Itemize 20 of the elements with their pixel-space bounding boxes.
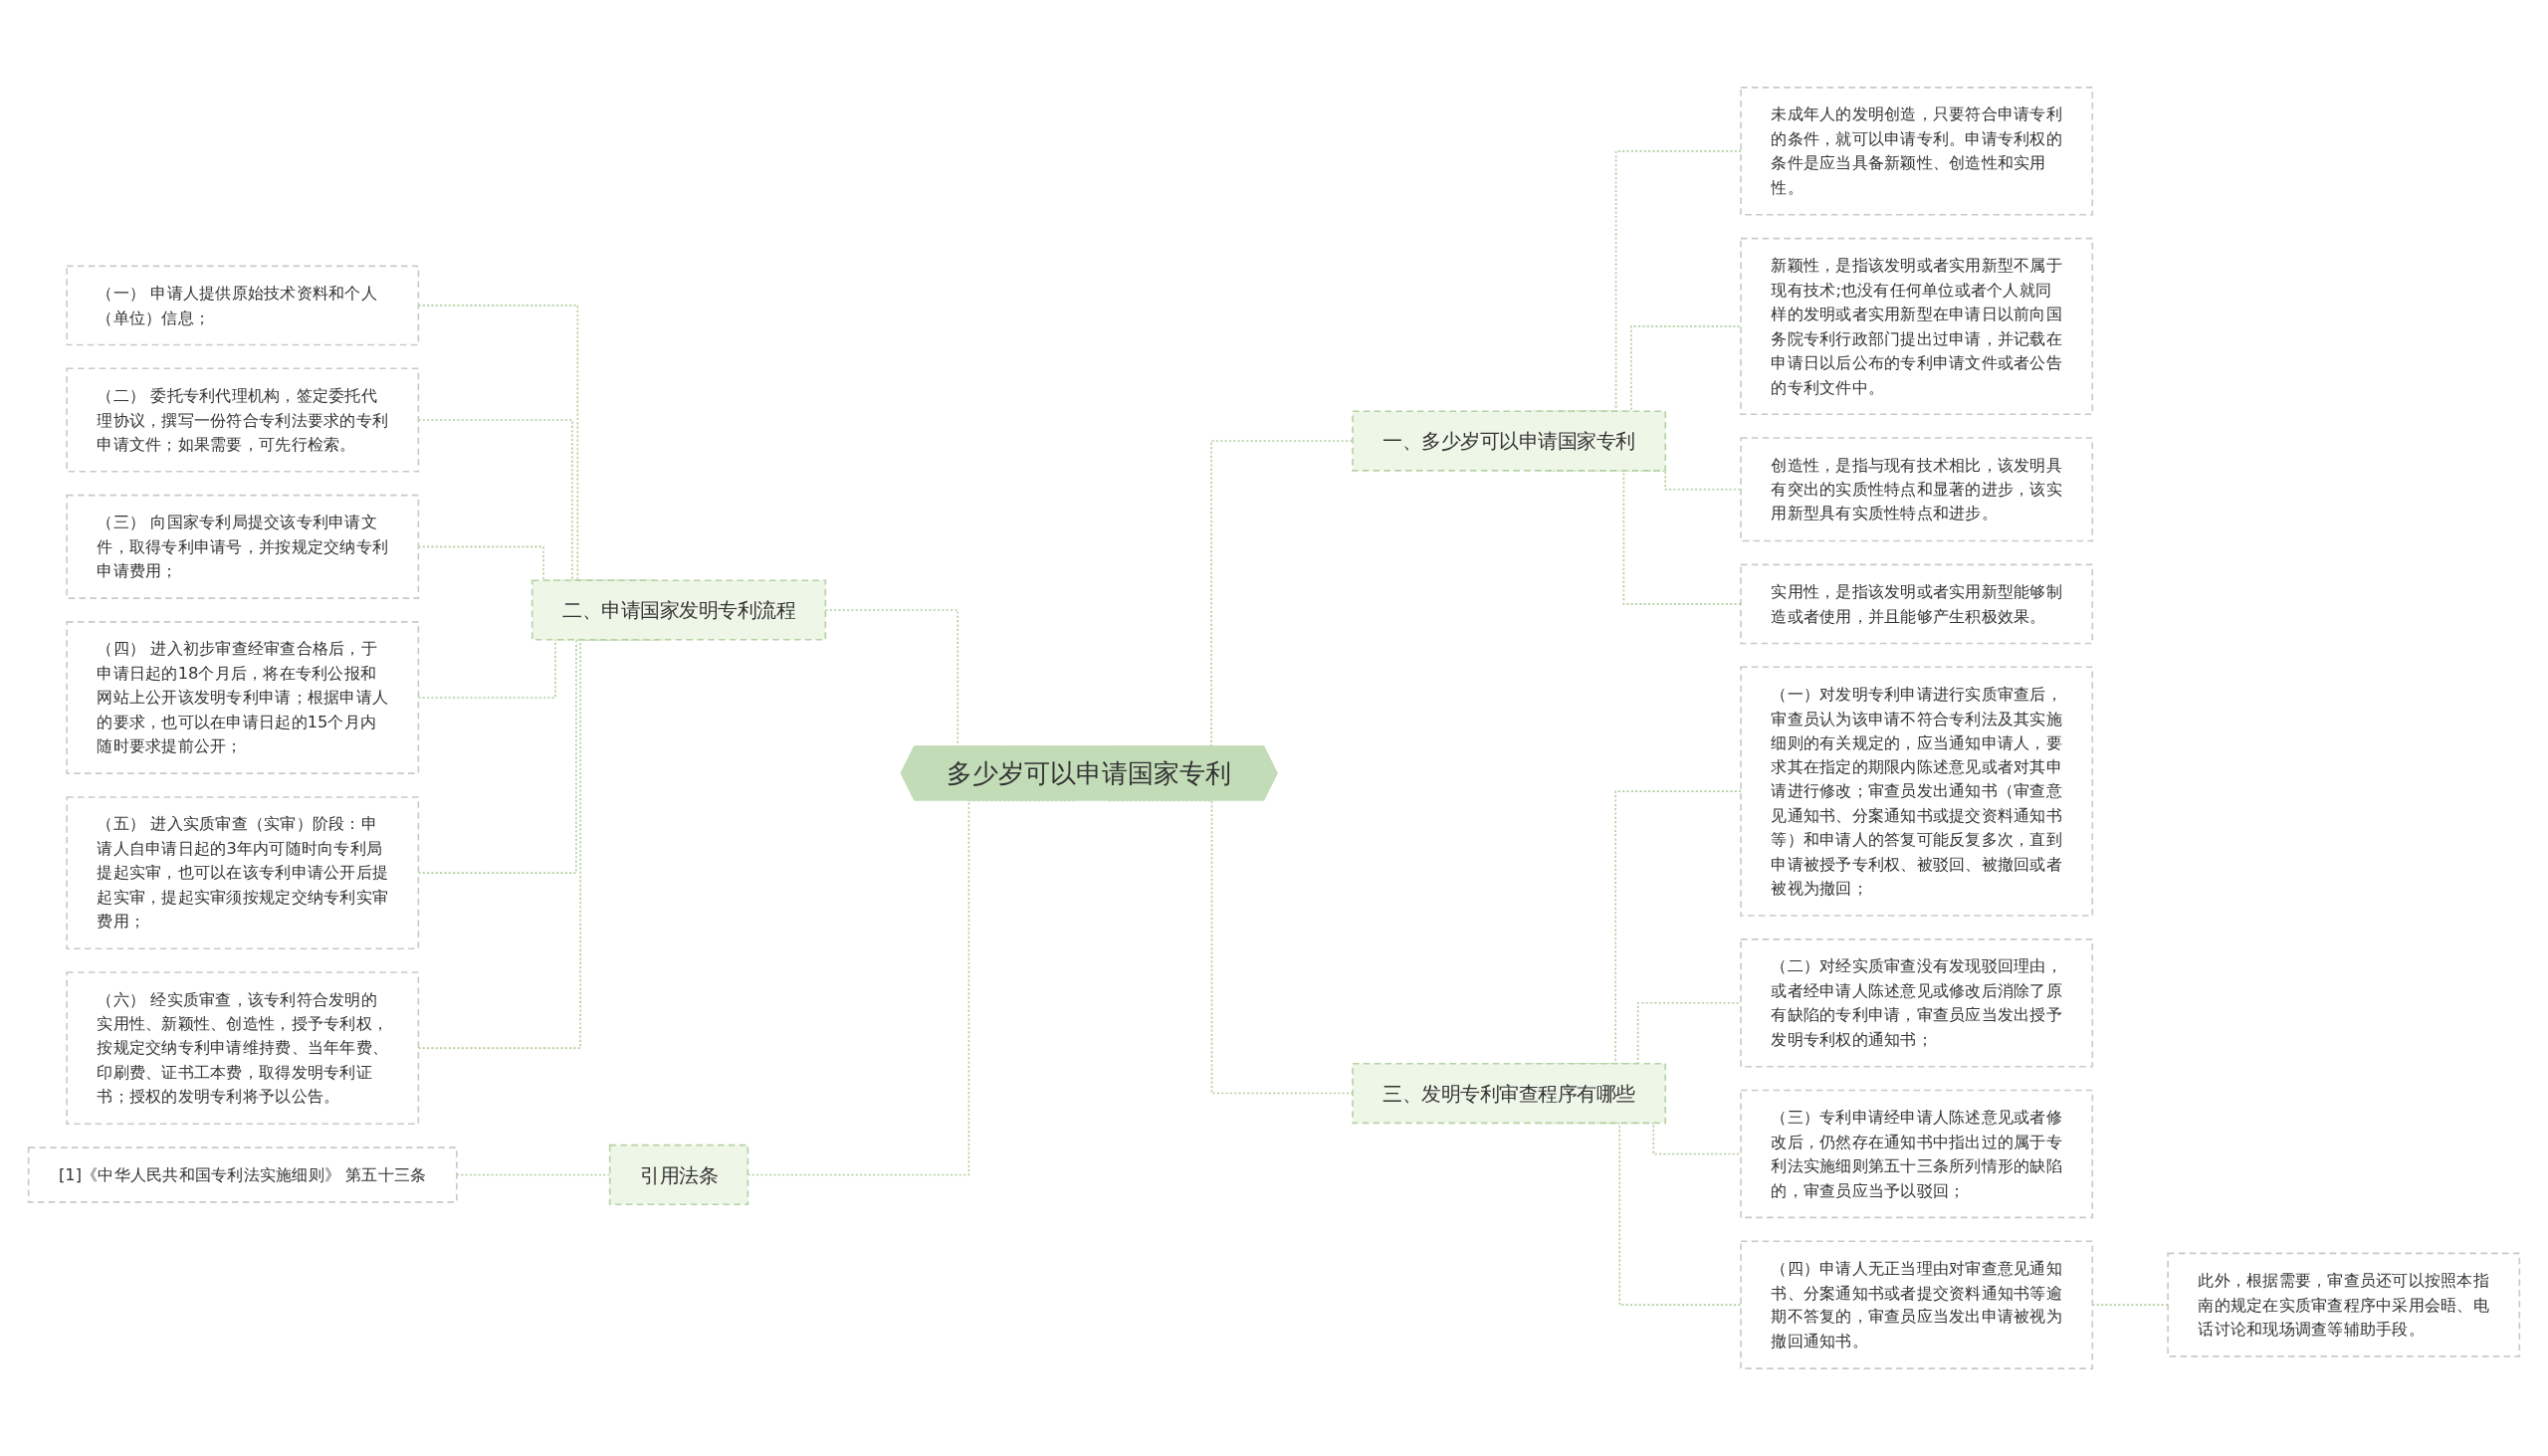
- node-box: （四） 进入初步审查经审查合格后，于申请日起的18个月后，将在专利公报和网站上公开该发明专利申请；根据申请人的要求，也可以在申请日起的15个月内随时要求提前公开；: [66, 621, 420, 774]
- node-box: 实用性，是指该发明或者实用新型能够制造或者使用，并且能够产生积极效果。: [1740, 563, 2094, 645]
- node-box: （六） 经实质审查，该专利符合发明的实用性、新颖性、创造性，授予专利权，按规定交纳专利申请维持费、当年年费、印刷费、证书工本费，取得发明专利证书；授权的发明专利将予以公告。: [66, 971, 420, 1126]
- node-box: 未成年人的发明创造，只要符合申请专利的条件，就可以申请专利。申请专利权的条件是应当具备新颖性、创造性和实用性。: [1740, 87, 2094, 216]
- node-box: （三） 向国家专利局提交该专利申请文件，取得专利申请号，并按规定交纳专利申请费用；: [66, 494, 420, 599]
- node-box: （三）专利申请经申请人陈述意见或者修改后，仍然存在通知书中指出过的属于专利法实施细则第五十三条所列情形的缺陷的，审查员应当予以驳回；: [1740, 1089, 2094, 1219]
- node-box: 新颖性，是指该发明或者实用新型不属于现有技术;也没有任何单位或者个人就同样的发明或者实用新型在申请日以前向国务院专利行政部门提出过申请，并记载在申请日以后公布的专利申请文件或者公告的专利文件中。: [1740, 237, 2094, 416]
- node-box: （二）对经实质审查没有发现驳回理由，或者经申请人陈述意见或修改后消除了原有缺陷的专利申请，审查员应当发出授予发明专利权的通知书；: [1740, 938, 2094, 1068]
- node-box: （二） 委托专利代理机构，签定委托代理协议，撰写一份符合专利法要求的专利申请文件；如果需要，可先行检索。: [66, 367, 420, 473]
- node-box: （五） 进入实质审查（实审）阶段：申请人自申请日起的3年内可随时向专利局提起实审，也可以在该专利申请公开后提起实审，提起实审须按规定交纳专利实审费用；: [66, 796, 420, 950]
- node-box: （四）申请人无正当理由对审查意见通知书、分案通知书或者提交资料通知书等逾期不答复的，审查员应当发出申请被视为撤回通知书。: [1740, 1240, 2094, 1369]
- node-box: 三、发明专利审查程序有哪些: [1352, 1062, 1667, 1125]
- node-box: （一） 申请人提供原始技术资料和个人（单位）信息；: [66, 265, 420, 346]
- node-box: 一、多少岁可以申请国家专利: [1352, 410, 1667, 472]
- node-box: [1]《中华人民共和国专利法实施细则》 第五十三条: [27, 1146, 458, 1203]
- node-box: 此外，根据需要，审查员还可以按照本指南的规定在实质审查程序中采用会晤、电话讨论和现场调查等辅助手段。: [2167, 1252, 2521, 1357]
- node-box: 创造性，是指与现有技术相比，该发明具有突出的实质性特点和显著的进步，该实用新型具有实质性特点和进步。: [1740, 437, 2094, 542]
- node-box: （一）对发明专利申请进行实质审查后，审查员认为该申请不符合专利法及其实施细则的有关规定的，应当通知申请人，要求其在指定的期限内陈述意见或者对其申请进行修改；审查员发出通知书（审查意见通知书、分案通知书或提交资料通知书等）和申请人的答复可能反复多次，直到申请被授予专利权、被驳回、被撤回或者被视为撤回；: [1740, 666, 2094, 917]
- node-box: 二、申请国家发明专利流程: [531, 579, 827, 641]
- node-box: 引用法条: [608, 1144, 749, 1206]
